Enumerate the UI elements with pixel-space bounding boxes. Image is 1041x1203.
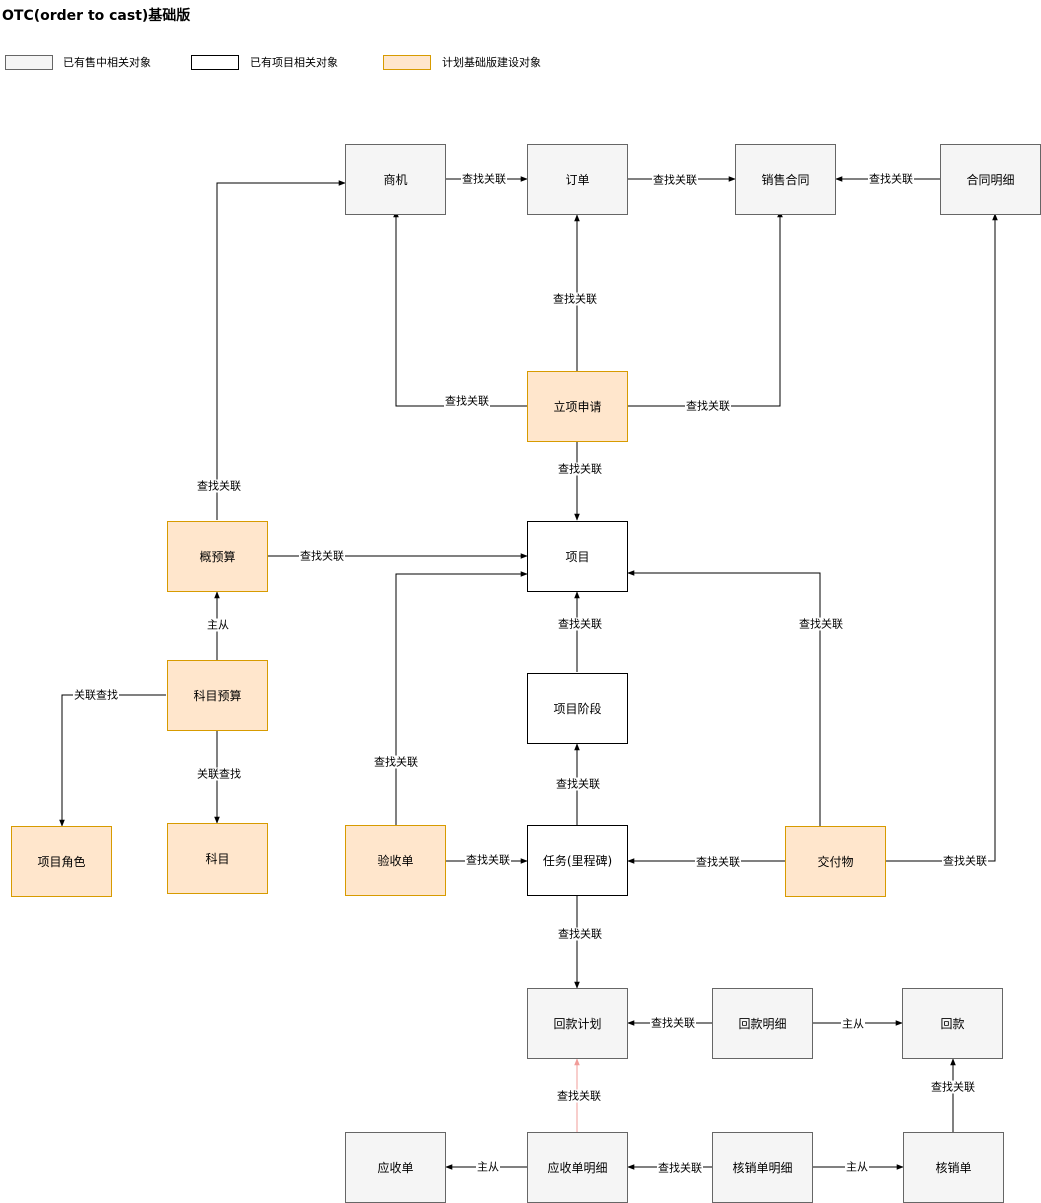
edge-label-deliverable-detail: 查找关联 xyxy=(942,854,988,868)
edge-label-order-contract: 查找关联 xyxy=(652,173,698,187)
legend-swatch-existing-sales xyxy=(5,55,53,70)
edge-deliverable-detail xyxy=(886,213,998,862)
node-contract-detail[interactable]: 合同明细 xyxy=(940,144,1041,215)
diagram-title: OTC(order to cast)基础版 xyxy=(2,8,191,24)
node-deliverable[interactable]: 交付物 xyxy=(785,826,886,897)
legend-swatch-existing-project xyxy=(191,55,239,70)
node-subject-budget[interactable]: 科目预算 xyxy=(167,660,268,731)
edge-label-payment-detail-payment: 主从 xyxy=(841,1017,865,1031)
edge-label-acceptance-project: 查找关联 xyxy=(373,755,419,769)
edge-label-init-opportunity: 查找关联 xyxy=(444,394,490,408)
edge-label-init-contract: 查找关联 xyxy=(685,399,731,413)
node-receivable-detail[interactable]: 应收单明细 xyxy=(527,1132,628,1203)
node-acceptance[interactable]: 验收单 xyxy=(345,825,446,896)
legend-label-existing-project: 已有项目相关对象 xyxy=(250,56,338,69)
node-payment-plan[interactable]: 回款计划 xyxy=(527,988,628,1059)
edge-label-opportunity-order: 查找关联 xyxy=(461,172,507,186)
edge-label-init-order: 查找关联 xyxy=(552,292,598,306)
edge-label-budget-opportunity: 查找关联 xyxy=(196,479,242,493)
edge-init-contract xyxy=(628,210,783,407)
node-project-initiation[interactable]: 立项申请 xyxy=(527,371,628,442)
legend-label-existing-sales: 已有售中相关对象 xyxy=(63,56,151,69)
edge-subject-budget-role xyxy=(59,694,166,827)
edge-label-subject-budget-role: 关联查找 xyxy=(73,688,119,702)
node-receivable[interactable]: 应收单 xyxy=(345,1132,446,1203)
edge-label-task-payment-plan: 查找关联 xyxy=(557,927,603,941)
edge-label-budget-project: 查找关联 xyxy=(299,549,345,563)
edge-label-payment-detail-plan: 查找关联 xyxy=(650,1016,696,1030)
edge-label-acceptance-task: 查找关联 xyxy=(465,853,511,867)
edge-label-writeoff-detail-receivable-detail: 查找关联 xyxy=(657,1161,703,1175)
edge-label-task-phase: 查找关联 xyxy=(555,777,601,791)
node-project-role[interactable]: 项目角色 xyxy=(11,826,112,897)
edge-label-deliverable-task: 查找关联 xyxy=(695,855,741,869)
edge-deliverable-project xyxy=(627,570,821,826)
node-writeoff[interactable]: 核销单 xyxy=(903,1132,1004,1203)
node-payment-detail[interactable]: 回款明细 xyxy=(712,988,813,1059)
edge-label-writeoff-detail-writeoff: 主从 xyxy=(845,1160,869,1174)
node-task[interactable]: 任务(里程碑) xyxy=(527,825,628,896)
edge-acceptance-project xyxy=(395,571,528,825)
edge-budget-opportunity xyxy=(216,180,346,520)
node-project-phase[interactable]: 项目阶段 xyxy=(527,673,628,744)
node-sales-contract[interactable]: 销售合同 xyxy=(735,144,836,215)
edge-label-init-project: 查找关联 xyxy=(557,462,603,476)
node-opportunity[interactable]: 商机 xyxy=(345,144,446,215)
edge-label-detail-contract: 查找关联 xyxy=(868,172,914,186)
edge-init-opportunity xyxy=(393,210,527,407)
node-project[interactable]: 项目 xyxy=(527,521,628,592)
legend-label-planned: 计划基础版建设对象 xyxy=(442,56,541,69)
node-rough-budget[interactable]: 概预算 xyxy=(167,521,268,592)
edge-label-writeoff-payment: 查找关联 xyxy=(930,1080,976,1094)
node-writeoff-detail[interactable]: 核销单明细 xyxy=(712,1132,813,1203)
edge-label-subject-budget-subject: 关联查找 xyxy=(196,767,242,781)
edge-label-deliverable-project: 查找关联 xyxy=(798,617,844,631)
edge-label-subject-budget-budget: 主从 xyxy=(206,618,230,632)
edge-label-receivable-detail-plan: 查找关联 xyxy=(556,1089,602,1103)
legend-swatch-planned xyxy=(383,55,431,70)
node-subject[interactable]: 科目 xyxy=(167,823,268,894)
edge-label-phase-project: 查找关联 xyxy=(557,617,603,631)
node-payment[interactable]: 回款 xyxy=(902,988,1003,1059)
node-order[interactable]: 订单 xyxy=(527,144,628,215)
edge-label-receivable-detail-receivable: 主从 xyxy=(476,1160,500,1174)
